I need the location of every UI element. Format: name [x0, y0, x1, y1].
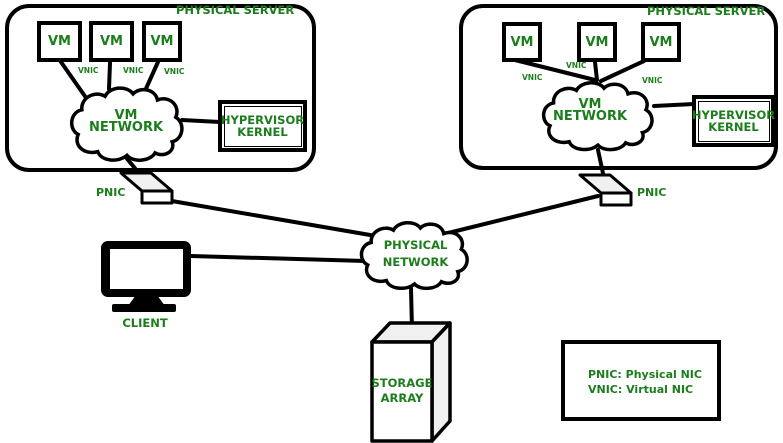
vm-box-left-2: VM	[89, 21, 134, 62]
pnic-chip-right	[578, 173, 633, 207]
line-right-vmnet-to-pnic	[596, 148, 606, 180]
line-left-pnic-to-physical-network	[164, 198, 378, 238]
line-right-vmnet-to-hypervisor	[652, 102, 696, 108]
server-title-right: PHYSICAL SERVER	[647, 4, 766, 18]
physical-network-label-line1: PHYSICAL	[383, 238, 448, 252]
vm-network-label-left-line2: NETWORK	[88, 120, 164, 135]
legend-line-pnic: PNIC: Physical NIC	[588, 368, 702, 381]
hypervisor-kernel-inner: HYPERVISOR KERNEL	[692, 100, 775, 142]
vm-label: VM	[150, 34, 174, 49]
line-right-vm3-to-vmnet	[599, 59, 646, 83]
vm-label: VM	[649, 34, 673, 50]
vm-box-left-3: VM	[142, 21, 182, 62]
hypervisor-label-line1: HYPERVISOR	[691, 107, 776, 122]
monitor-stand	[128, 295, 165, 306]
line-right-pnic-to-physical-network	[434, 194, 600, 238]
vnic-label-right-2: VNIC	[566, 61, 587, 70]
storage-label-line2: ARRAY	[380, 391, 424, 405]
line-left-vm2-to-vmnet	[107, 61, 112, 91]
vnic-label-right-1: VNIC	[522, 73, 543, 82]
vm-box-right-2: VM	[577, 22, 617, 62]
pnic-right-top-face	[578, 173, 633, 195]
storage-array-icon	[370, 321, 452, 443]
pnic-label-right: PNIC	[637, 186, 667, 199]
physical-network-label-line2: NETWORK	[382, 255, 449, 269]
vnic-label-left-1: VNIC	[78, 66, 99, 75]
vm-box-right-3: VM	[641, 22, 681, 62]
line-right-vm1-to-vmnet	[513, 58, 597, 82]
line-right-vm2-to-vmnet	[593, 60, 599, 82]
hypervisor-label-line2: KERNEL	[237, 125, 288, 139]
monitor-base	[112, 304, 176, 312]
hypervisor-kernel-inner: HYPERVISOR KERNEL	[220, 105, 305, 147]
pnic-label-left: PNIC	[96, 186, 126, 199]
line-client-to-physical-network	[189, 254, 368, 263]
vnic-label-left-3: VNIC	[164, 67, 185, 76]
physical-server-right	[459, 4, 778, 170]
pnic-left-top-face	[119, 171, 174, 193]
vm-box-left-1: VM	[37, 21, 82, 62]
hypervisor-kernel-box-right: HYPERVISOR KERNEL	[692, 95, 775, 147]
hypervisor-kernel-box-left: HYPERVISOR KERNEL	[218, 100, 307, 152]
pnic-left-end-face	[140, 189, 174, 205]
pnic-right-end-face	[599, 191, 633, 207]
physical-server-left	[5, 4, 316, 172]
vm-network-label-right-line1: VM	[578, 97, 602, 112]
client-monitor-icon	[101, 241, 191, 312]
hypervisor-label-line1: HYPERVISOR	[220, 112, 305, 127]
storage-front-face	[370, 340, 434, 443]
vm-label: VM	[100, 34, 123, 49]
client-label: CLIENT	[122, 316, 168, 330]
legend-text: PNIC: Physical NIC VNIC: Virtual NIC	[588, 368, 702, 397]
vm-label: VM	[585, 34, 609, 50]
server-title-left: PHYSICAL SERVER	[176, 3, 295, 17]
vm-network-label-right-line2: NETWORK	[552, 109, 628, 124]
vm-label: VM	[48, 34, 71, 49]
line-left-vm3-to-vmnet	[142, 60, 160, 95]
line-left-vm1-to-vmnet	[59, 60, 91, 104]
vm-label: VM	[510, 34, 534, 50]
legend-line-vnic: VNIC: Virtual NIC	[588, 382, 694, 396]
hypervisor-label-line2: KERNEL	[708, 120, 759, 134]
pnic-chip-left	[119, 171, 174, 205]
monitor-screen	[110, 249, 183, 289]
vm-network-label-left-line1: VM	[114, 108, 138, 123]
vnic-label-left-2: VNIC	[123, 66, 144, 75]
legend-box: PNIC: Physical NIC VNIC: Virtual NIC	[561, 340, 721, 421]
line-left-vmnet-to-hypervisor	[180, 118, 222, 124]
storage-label-line1: STORAGE	[371, 376, 433, 390]
vm-box-right-1: VM	[502, 22, 542, 62]
vnic-label-right-3: VNIC	[642, 76, 663, 85]
